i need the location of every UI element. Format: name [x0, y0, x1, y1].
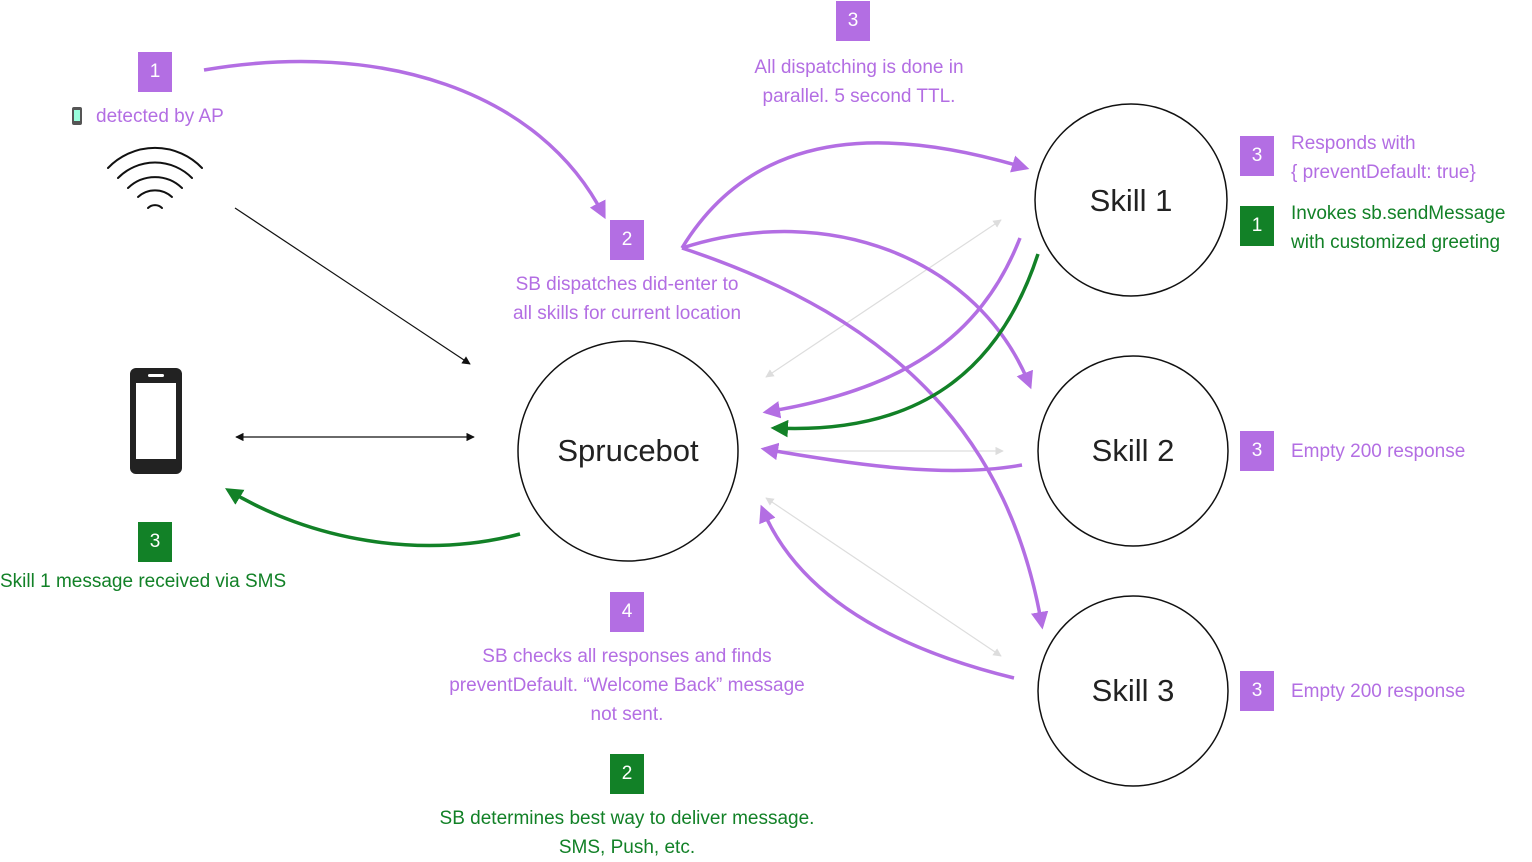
ap-to-sprucebot-arrow [234, 207, 471, 365]
skill1-response-line-1: Responds with [1291, 133, 1416, 154]
green-step-1-badge: 1 [1240, 206, 1274, 246]
step-3-text: All dispatching is done in parallel. 5 s… [754, 53, 963, 111]
wifi-icon [107, 146, 203, 209]
skill2-label: Skill 2 [1091, 433, 1175, 468]
green-step-1-line-1: Invokes sb.sendMessage [1291, 203, 1506, 224]
sprucebot-node [517, 340, 739, 562]
skill1-response-text: Responds with { preventDefault: true} [1291, 129, 1476, 187]
skill1-label: Skill 1 [1089, 183, 1173, 218]
skill3-node [1037, 595, 1229, 787]
step-1-text: detected by AP [72, 102, 224, 131]
step-4-text: SB checks all responses and finds preven… [449, 642, 805, 729]
green-step-1-line-2: with customized greeting [1291, 232, 1501, 253]
skill3-label: Skill 3 [1091, 673, 1175, 708]
skill2-response-badge: 3 [1240, 431, 1274, 471]
step-2-line-1: SB dispatches did-enter to [515, 274, 739, 295]
step-1-label: detected by AP [96, 106, 224, 127]
dispatch-flow-arrows [203, 59, 1049, 680]
skill1-response-line-2: { preventDefault: true} [1291, 162, 1476, 183]
step-4-badge: 4 [610, 592, 644, 632]
step-3-line-2: parallel. 5 second TTL. [762, 86, 956, 107]
green-step-1-text: Invokes sb.sendMessage with customized g… [1291, 199, 1505, 257]
skill3-response-badge: 3 [1240, 671, 1274, 711]
green-step-3-text: Skill 1 message received via SMS [0, 571, 287, 592]
green-step-2-line-2: SMS, Push, etc. [558, 837, 696, 858]
step-2-line-2: all skills for current location [512, 303, 742, 324]
sprucebot-label: Sprucebot [557, 433, 699, 468]
step-1-badge: 1 [138, 52, 172, 92]
step-2-badge: 2 [610, 220, 644, 260]
skill1-node [1034, 103, 1228, 297]
green-step-2-badge: 2 [610, 754, 644, 794]
step-4-line-3: not sent. [590, 704, 664, 725]
skill2-node [1037, 355, 1229, 547]
green-step-3-badge: 3 [138, 522, 172, 562]
skill3-response-text: Empty 200 response [1291, 681, 1466, 702]
step-3-line-1: All dispatching is done in [754, 57, 964, 78]
step-2-text: SB dispatches did-enter to all skills fo… [513, 270, 741, 328]
step-3-badge: 3 [836, 1, 870, 41]
skill-connection-lines [765, 219, 1004, 657]
smartphone-icon [130, 368, 182, 474]
message-flow-arrows [225, 253, 1040, 548]
mobile-phone-icon [72, 107, 82, 125]
step-4-line-2: preventDefault. “Welcome Back” message [449, 675, 805, 696]
green-step-2-line-1: SB determines best way to deliver messag… [439, 808, 815, 829]
skill1-response-badge: 3 [1240, 136, 1274, 176]
green-step-2-text: SB determines best way to deliver messag… [440, 804, 815, 862]
step-4-line-1: SB checks all responses and finds [482, 646, 772, 667]
skill2-response-text: Empty 200 response [1291, 441, 1466, 462]
